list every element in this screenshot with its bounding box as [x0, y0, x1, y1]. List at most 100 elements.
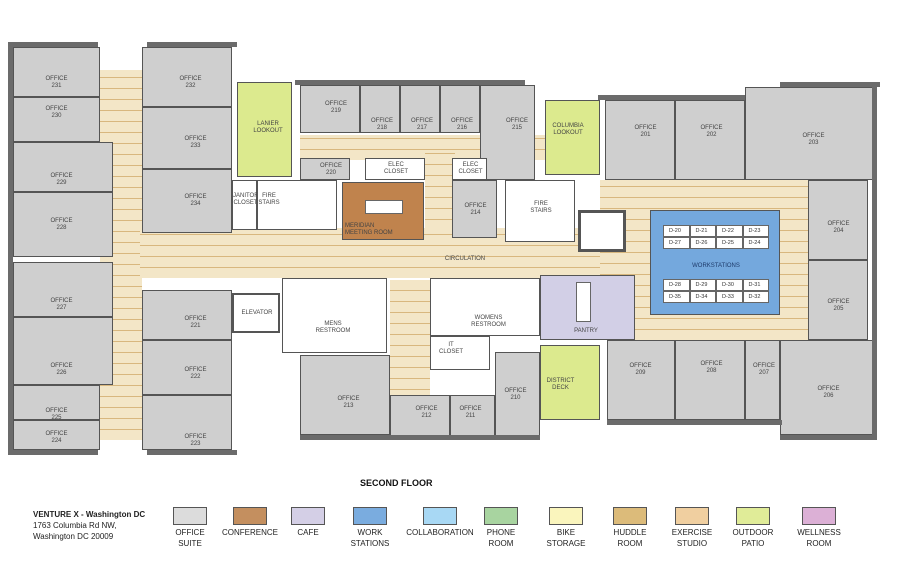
desk-d31[interactable]: D-31 — [742, 279, 769, 291]
circulation-label: CIRCULATION — [444, 256, 486, 262]
desk-d23[interactable]: D-23 — [742, 225, 769, 237]
janitor-closet[interactable]: JANITOR CLOSET — [232, 180, 259, 230]
office-225[interactable]: OFFICE 225 — [13, 385, 100, 421]
office-218[interactable]: OFFICE 218 — [360, 85, 400, 133]
office-207[interactable]: OFFICE 207 — [745, 340, 780, 420]
office-221[interactable]: OFFICE 221 — [142, 290, 232, 340]
office-208[interactable]: OFFICE 208 — [675, 340, 745, 420]
desk-d22[interactable]: D-22 — [716, 225, 743, 237]
district-deck[interactable]: DISTRICT DECK — [540, 345, 600, 420]
office-228[interactable]: OFFICE 228 — [13, 192, 113, 257]
legend-swatch — [353, 507, 387, 525]
womens-restroom[interactable]: WOMENS RESTROOM — [430, 278, 540, 336]
legend-swatch — [613, 507, 647, 525]
legend-exercise-studio: EXERCISE STUDIO — [662, 507, 722, 549]
outer-wall — [300, 435, 540, 440]
office-224[interactable]: OFFICE 224 — [13, 420, 100, 450]
south-corridor — [390, 280, 430, 400]
office-203[interactable]: OFFICE 203 — [745, 87, 875, 180]
legend-swatch — [291, 507, 325, 525]
office-226[interactable]: OFFICE 226 — [13, 317, 113, 385]
outer-wall — [147, 42, 237, 47]
workstation-row-1: D-20 D-21 D-22 D-23 — [663, 225, 769, 237]
it-closet[interactable]: IT CLOSET — [430, 336, 490, 370]
legend-swatch — [549, 507, 583, 525]
legend-swatch — [173, 507, 207, 525]
office-215[interactable]: OFFICE 215 — [480, 85, 535, 180]
legend-swatch — [233, 507, 267, 525]
desk-d25[interactable]: D-25 — [716, 237, 743, 249]
office-231[interactable]: OFFICE 231 — [13, 47, 100, 97]
pantry-table — [576, 282, 591, 322]
address-line-2: Washington DC 20009 — [33, 532, 114, 541]
columbia-lookout[interactable]: COLUMBIA LOOKOUT — [545, 100, 600, 175]
outer-wall — [8, 42, 13, 454]
office-217[interactable]: OFFICE 217 — [400, 85, 440, 133]
legend-swatch — [802, 507, 836, 525]
legend-conference: CONFERENCE — [220, 507, 280, 538]
outer-wall — [8, 42, 98, 47]
desk-d20[interactable]: D-20 — [663, 225, 690, 237]
office-222[interactable]: OFFICE 222 — [142, 340, 232, 395]
office-219[interactable]: OFFICE 219 — [300, 85, 360, 133]
office-206[interactable]: OFFICE 206 — [780, 340, 875, 435]
office-229[interactable]: OFFICE 229 — [13, 142, 113, 192]
legend-swatch — [736, 507, 770, 525]
workstation-row-3: D-28 D-29 D-30 D-31 — [663, 279, 769, 291]
office-214[interactable]: OFFICE 214 — [452, 180, 497, 238]
elevator-right[interactable] — [578, 210, 626, 252]
desk-d34[interactable]: D-34 — [689, 291, 716, 303]
office-202[interactable]: OFFICE 202 — [675, 100, 745, 180]
desk-d21[interactable]: D-21 — [689, 225, 716, 237]
office-210[interactable]: OFFICE 210 — [495, 352, 540, 437]
floor-plan: CIRCULATION OFFICE 231 OFFICE 230 OFFICE… — [8, 42, 880, 455]
office-234[interactable]: OFFICE 234 — [142, 169, 232, 233]
desk-d28[interactable]: D-28 — [663, 279, 690, 291]
office-227[interactable]: OFFICE 227 — [13, 262, 113, 317]
desk-d30[interactable]: D-30 — [716, 279, 743, 291]
desk-d27[interactable]: D-27 — [663, 237, 690, 249]
elec-closet-1[interactable]: ELEC CLOSET — [365, 158, 425, 180]
outer-wall — [607, 420, 782, 425]
legend-cafe: CAFE — [278, 507, 338, 538]
office-233[interactable]: OFFICE 233 — [142, 107, 232, 169]
building-name: VENTURE X - Washington DC — [33, 510, 146, 519]
office-216[interactable]: OFFICE 216 — [440, 85, 480, 133]
legend-office-suite: OFFICE SUITE — [160, 507, 220, 549]
office-232[interactable]: OFFICE 232 — [142, 47, 232, 107]
outer-wall — [8, 450, 98, 455]
desk-d35[interactable]: D-35 — [663, 291, 690, 303]
desk-d29[interactable]: D-29 — [689, 279, 716, 291]
lanier-lookout[interactable]: LANIER LOOKOUT — [237, 82, 292, 177]
elevator[interactable]: ELEVATOR — [232, 293, 280, 333]
workstations-area[interactable]: WORKSTATIONS D-20 D-21 D-22 D-23 D-27 D-… — [650, 210, 780, 315]
fire-stairs-left[interactable]: FIRE STAIRS — [257, 180, 337, 230]
desk-d26[interactable]: D-26 — [689, 237, 716, 249]
fire-stairs-right[interactable]: FIRE STAIRS — [505, 180, 575, 242]
elec-closet-2[interactable]: ELEC CLOSET — [452, 158, 487, 180]
legend-swatch — [484, 507, 518, 525]
desk-d32[interactable]: D-32 — [742, 291, 769, 303]
office-205[interactable]: OFFICE 205 — [808, 260, 868, 340]
mens-restroom[interactable]: MENS RESTROOM — [282, 278, 387, 353]
office-209[interactable]: OFFICE 209 — [607, 340, 675, 420]
desk-d24[interactable]: D-24 — [742, 237, 769, 249]
legend-work-stations: WORK STATIONS — [340, 507, 400, 549]
office-201[interactable]: OFFICE 201 — [605, 100, 675, 180]
office-230[interactable]: OFFICE 230 — [13, 97, 100, 142]
legend-phone-room: PHONE ROOM — [471, 507, 531, 549]
office-220[interactable]: OFFICE 220 — [300, 158, 350, 180]
pantry[interactable]: PANTRY — [540, 275, 635, 340]
floor-title: SECOND FLOOR — [360, 478, 433, 488]
office-211[interactable]: OFFICE 211 — [450, 395, 495, 437]
desk-d33[interactable]: D-33 — [716, 291, 743, 303]
office-204[interactable]: OFFICE 204 — [808, 180, 868, 260]
office-213[interactable]: OFFICE 213 — [300, 355, 390, 435]
legend-swatch — [423, 507, 457, 525]
outer-wall — [780, 435, 875, 440]
office-223[interactable]: OFFICE 223 — [142, 395, 232, 450]
outer-wall — [598, 95, 788, 100]
office-212[interactable]: OFFICE 212 — [390, 395, 450, 437]
meridian-meeting-room[interactable]: MERIDIAN MEETING ROOM — [342, 182, 424, 240]
outer-wall — [295, 80, 525, 85]
